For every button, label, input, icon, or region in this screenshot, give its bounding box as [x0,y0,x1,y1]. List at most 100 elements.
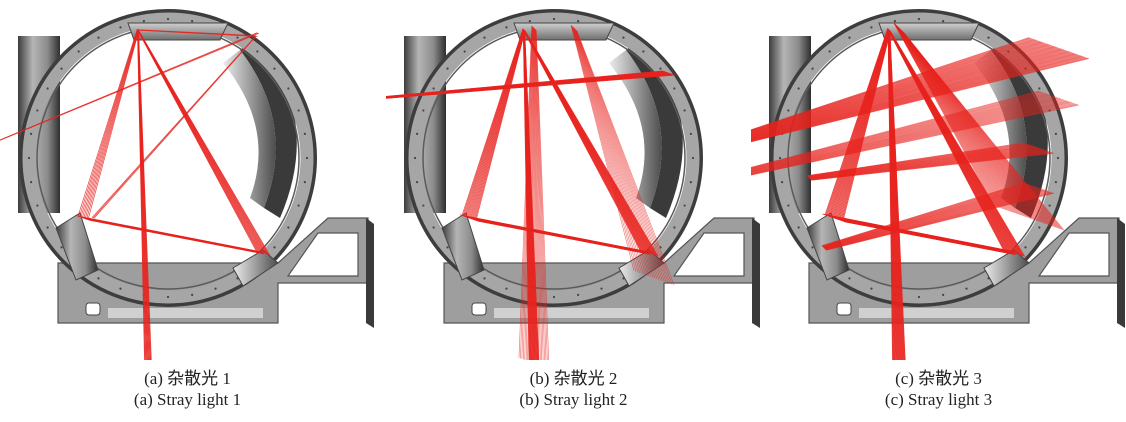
ring-bolt [577,20,580,23]
ring-bolt [1038,226,1041,229]
base-cutout-right [286,232,359,277]
stray-light-diagram-b [386,9,760,360]
caption-b-zh: (b) 杂散光 2 [529,369,618,388]
ray [535,30,550,360]
ray [87,30,140,220]
ray [84,30,139,219]
ring-bolt [142,20,145,23]
ray-bundle-top-right [136,28,271,256]
ring-bolt [273,246,276,249]
ray [576,30,675,286]
base-cutout-right [672,232,745,277]
ray [0,33,260,141]
lower-left-mirror [55,212,99,281]
ring-bolt [528,20,531,23]
caption-b: (b) 杂散光 2 (b) Stray light 2 [386,368,761,410]
caption-c-zh: (c) 杂散光 3 [895,369,982,388]
ring-bolt [256,50,259,53]
ray-bundle-spread [570,24,675,286]
ray-bundle-fan [518,25,550,360]
ring-bolt [683,109,686,112]
ray [572,27,650,277]
base-rail [494,308,649,318]
ring-bolt [483,277,486,280]
ray [520,25,533,359]
ring-bolt [942,293,945,296]
caption-c: (c) 杂散光 3 (c) Stray light 3 [751,368,1126,410]
ring-bolt [432,226,435,229]
ray [534,28,538,360]
base-side-dark [752,218,760,328]
ring-bolt [273,67,276,70]
ring-bolt [303,181,306,184]
ring-bolt [787,109,790,112]
ray [842,31,891,222]
ray [572,26,648,276]
ray [518,25,533,358]
ring-bolt [446,246,449,249]
ray-bundle-incoming [751,37,1090,143]
ray [524,26,533,360]
ray [576,30,671,284]
ring-bolt [828,50,831,53]
lower-right-mirror [983,249,1030,287]
ray-bundle-incoming-2 [751,90,1080,176]
ring-bolt [166,17,170,21]
base-rail [108,308,263,318]
ray [138,30,152,360]
base-side-dark [366,218,374,328]
ray [751,58,1090,143]
ring-bolt [642,50,645,53]
ray [574,28,660,280]
ring-bolt [119,287,122,290]
ring-bolt [422,204,425,207]
ray [528,27,534,360]
ray [386,74,676,99]
ray [533,28,537,360]
ring-bolt [691,156,695,160]
ring-bolt [917,17,921,21]
ring-bolt [119,26,122,29]
ring-bolt [673,226,676,229]
base-side-dark [1117,218,1125,328]
ring-bolt [848,36,851,39]
ring-bolt [97,36,100,39]
ray [570,25,637,272]
ring-bolt [797,87,800,90]
ring-bolt [781,181,784,184]
ring-bolt [552,295,556,299]
ring-bolt [870,26,873,29]
ray [845,221,1016,256]
ray-bundle-incoming [0,32,260,141]
ray [475,30,526,221]
ring-bolt [600,287,603,290]
ring-bolt [432,87,435,90]
ring-bolt [416,132,419,135]
ray [93,35,257,219]
ray [81,29,139,218]
figure-b: (b) 杂散光 2 (b) Stray light 2 [386,0,761,422]
ray [574,28,661,281]
ray [811,152,1055,181]
ring-bolt [97,277,100,280]
base-slot [836,302,852,316]
ray [576,30,673,285]
ring-bolt [30,132,33,135]
ray [527,27,534,360]
ray-bundle-left [824,28,891,222]
ring-bolt [893,20,896,23]
ray [570,24,635,272]
ray-bundle-bottom [459,214,651,255]
base-cutout-right [1037,232,1110,277]
ray-bundle-top [137,29,258,37]
ray [521,26,533,359]
ray [575,29,667,283]
ring-bolt [297,109,300,112]
figure-a: (a) 杂散光 1 (a) Stray light 1 [0,0,375,422]
caption-a-zh: (a) 杂散光 1 [144,369,231,388]
ring-bolt [287,226,290,229]
ring-bolt [46,226,49,229]
lower-left-mirror [441,212,485,281]
ring-bolt [1054,132,1057,135]
ray [575,29,665,282]
